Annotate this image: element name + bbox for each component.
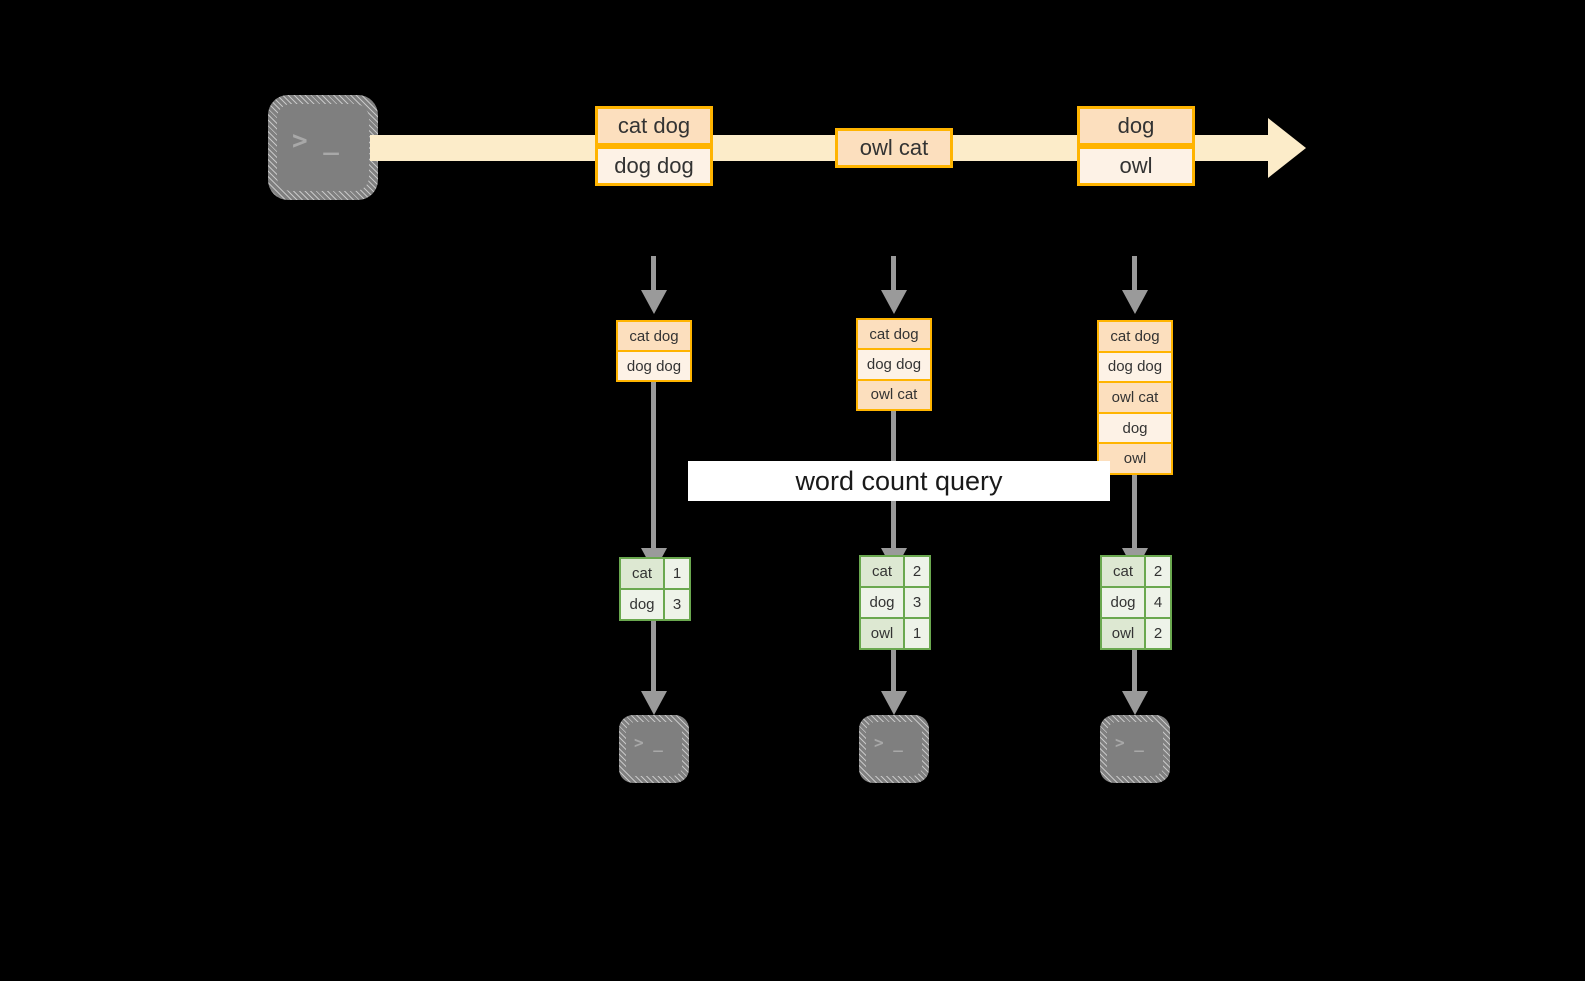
terminal-prompt-glyph: > _ <box>634 733 663 752</box>
sink-terminal-icon-1: > _ <box>619 715 689 783</box>
result-table-2: cat 2 dog 3 owl 1 <box>859 555 931 650</box>
query-arrow-line-3 <box>1132 475 1137 550</box>
terminal-prompt-glyph: > _ <box>874 733 903 752</box>
stream-event-3-line-1: dog <box>1077 106 1195 146</box>
query-arrow-line-1 <box>651 382 656 550</box>
sink-arrow-line-2 <box>891 650 896 693</box>
result-2-count-1: 2 <box>905 557 929 586</box>
stack-2: cat dog dog dog owl cat <box>856 318 932 411</box>
result-1-word-1: cat <box>621 559 665 588</box>
result-2-count-2: 3 <box>905 588 929 617</box>
stack-3-row-3: owl cat <box>1099 383 1171 414</box>
terminal-screen <box>277 104 369 191</box>
stack-3-row-5: owl <box>1099 444 1171 473</box>
result-3-word-3: owl <box>1102 619 1146 648</box>
stack-2-row-3: owl cat <box>858 380 930 409</box>
stack-3-row-2: dog dog <box>1099 352 1171 384</box>
result-2-word-2: dog <box>861 588 905 617</box>
sink-arrow-head-1 <box>641 691 667 715</box>
result-table-3: cat 2 dog 4 owl 2 <box>1100 555 1172 650</box>
ingest-arrow-line-3 <box>1132 256 1137 292</box>
sink-terminal-icon-3: > _ <box>1100 715 1170 783</box>
ingest-arrow-head-1 <box>641 290 667 314</box>
stack-3: cat dog dog dog owl cat dog owl <box>1097 320 1173 475</box>
result-1-word-2: dog <box>621 590 665 619</box>
result-2-count-3: 1 <box>905 619 929 648</box>
result-1-count-2: 3 <box>665 590 689 619</box>
result-2-word-3: owl <box>861 619 905 648</box>
terminal-prompt-glyph: > _ <box>292 126 339 156</box>
table-row: cat 2 <box>1102 557 1170 588</box>
stream-arrowhead <box>1268 118 1306 178</box>
stack-1: cat dog dog dog <box>616 320 692 382</box>
stack-1-row-2: dog dog <box>618 352 690 380</box>
sink-arrow-head-3 <box>1122 691 1148 715</box>
ingest-arrow-line-1 <box>651 256 656 292</box>
query-label: word count query <box>688 461 1110 501</box>
table-row: dog 4 <box>1102 588 1170 619</box>
result-3-word-2: dog <box>1102 588 1146 617</box>
table-row: dog 3 <box>621 590 689 619</box>
terminal-screen <box>626 722 682 776</box>
table-row: owl 1 <box>861 619 929 648</box>
terminal-screen <box>1107 722 1163 776</box>
stack-2-row-2: dog dog <box>858 350 930 381</box>
source-terminal-icon: > _ <box>268 95 378 200</box>
stack-2-row-1: cat dog <box>858 320 930 351</box>
stream-event-3-line-2: owl <box>1077 146 1195 186</box>
sink-arrow-line-3 <box>1132 650 1137 693</box>
terminal-prompt-glyph: > _ <box>1115 733 1144 752</box>
result-3-count-1: 2 <box>1146 557 1170 586</box>
stack-1-row-1: cat dog <box>618 322 690 352</box>
result-3-count-3: 2 <box>1146 619 1170 648</box>
table-row: owl 2 <box>1102 619 1170 648</box>
table-row: cat 2 <box>861 557 929 588</box>
result-table-1: cat 1 dog 3 <box>619 557 691 621</box>
stream-event-1-line-2: dog dog <box>595 146 713 186</box>
terminal-screen <box>866 722 922 776</box>
sink-arrow-head-2 <box>881 691 907 715</box>
stream-event-1-line-1: cat dog <box>595 106 713 146</box>
ingest-arrow-head-2 <box>881 290 907 314</box>
sink-arrow-line-1 <box>651 621 656 693</box>
result-3-count-2: 4 <box>1146 588 1170 617</box>
table-row: dog 3 <box>861 588 929 619</box>
stream-event-2-line-1: owl cat <box>835 128 953 168</box>
result-2-word-1: cat <box>861 557 905 586</box>
result-3-word-1: cat <box>1102 557 1146 586</box>
ingest-arrow-head-3 <box>1122 290 1148 314</box>
stack-3-row-4: dog <box>1099 413 1171 445</box>
table-row: cat 1 <box>621 559 689 590</box>
stack-3-row-1: cat dog <box>1099 322 1171 353</box>
ingest-arrow-line-2 <box>891 256 896 292</box>
result-1-count-1: 1 <box>665 559 689 588</box>
sink-terminal-icon-2: > _ <box>859 715 929 783</box>
